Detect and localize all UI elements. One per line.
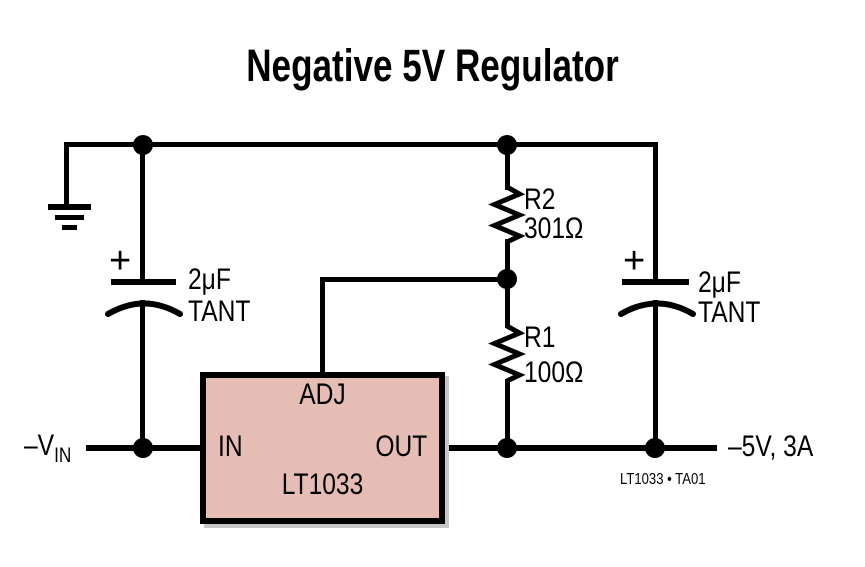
ground-bar-2 [55,215,84,220]
left-cap-plate [111,279,176,285]
right-cap-top-wire [653,144,658,282]
r2-bottom-wire [505,239,510,282]
output-voltage-label: –5V, 3A [728,430,814,463]
schematic-title: Negative 5V Regulator [246,40,619,91]
left-cap-top-wire [140,144,145,282]
ground-bar-1 [48,204,91,210]
resistor-r1-zigzag [488,325,526,382]
r1-top-wire [505,278,510,328]
r1-value-label: 100Ω [524,356,584,389]
ic-box: ADJ IN OUT LT1033 [200,372,445,524]
left-cap-bottom-wire [140,300,145,450]
ic-part-number: LT1033 [281,468,364,501]
right-cap-polarity: + [623,240,646,282]
r1-ref-label: R1 [524,321,556,354]
resistor-r2-zigzag [488,186,526,243]
input-voltage-prefix: –V [24,429,55,462]
adj-horizontal-wire [320,277,511,282]
right-cap-plate [622,279,689,285]
junction-dot-adj-divider [497,269,517,289]
r2-top-wire [505,144,510,190]
input-voltage-subscript: IN [54,444,72,467]
r1-bottom-wire [505,379,510,449]
input-voltage-label: –VIN [24,430,71,467]
junction-dot-input-cap [133,438,153,458]
junction-dot-output-r1 [497,438,517,458]
right-cap-dielectric: TANT [698,296,761,329]
ground-bar-3 [62,225,77,230]
left-cap-value: 2μF [188,263,231,296]
left-cap-dielectric: TANT [188,295,251,328]
right-cap-bottom-wire [653,300,658,450]
output-wire [439,445,717,451]
ic-pin-in-label: IN [218,430,243,463]
r2-value-label: 301Ω [524,212,584,245]
junction-dot-top-r2 [497,135,517,155]
ic-pin-adj-label: ADJ [299,378,346,411]
r2-ref-label: R2 [524,183,556,216]
left-cap-polarity: + [109,240,132,282]
right-cap-value: 2μF [698,266,741,299]
ic-pin-out-label: OUT [375,430,427,463]
junction-dot-output-cap [645,438,665,458]
ground-stem-wire [64,144,69,205]
figure-reference: LT1033 • TA01 [620,471,706,488]
junction-dot-top-left-cap [133,135,153,155]
top-rail-wire [64,142,658,147]
adj-vertical-wire [320,277,325,373]
